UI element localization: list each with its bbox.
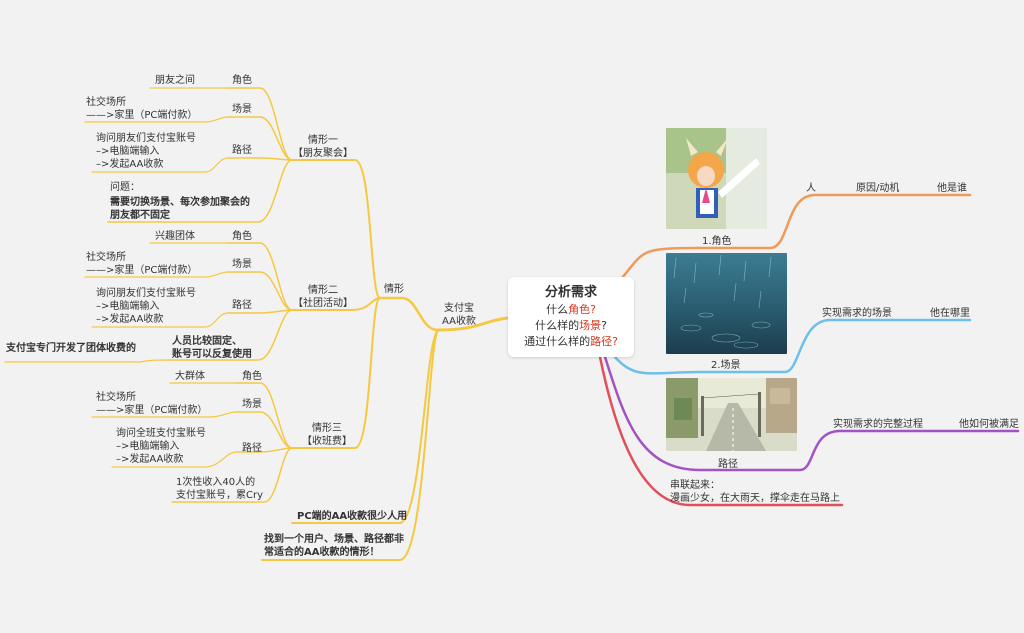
s3-role-key[interactable]: 角色 <box>242 371 262 382</box>
s3-scene-line2: ——>家里（PC端付款） <box>96 405 208 416</box>
conclusion2-node[interactable]: 找到一个用户、场景、路径都非 常适合的AA收款的情形！ <box>264 533 404 559</box>
scene-node-where[interactable]: 他在哪里 <box>930 308 970 319</box>
s3-path-value[interactable]: 询问全班支付宝账号 –>电脑端输入 –>发起AA收款 <box>116 427 206 466</box>
s1-problem-node[interactable]: 问题： 需要切换场景、每次参加聚会的 朋友都不固定 <box>110 181 250 222</box>
main-topic-node[interactable]: 支付宝 AA收款 <box>438 302 480 328</box>
situation3-title: 情形三 <box>312 423 342 434</box>
cosplay-character-image <box>666 128 767 229</box>
s2-role-value[interactable]: 兴趣团体 <box>155 231 195 242</box>
s1-role-key[interactable]: 角色 <box>232 75 252 86</box>
rain-image <box>666 253 787 354</box>
path-image-caption: 路径 <box>718 459 738 470</box>
conclusion1-node[interactable]: PC端的AA收款很少人用 <box>297 511 408 522</box>
s1-path-line2: –>电脑端输入 <box>96 146 160 157</box>
s1-path-key[interactable]: 路径 <box>232 145 252 156</box>
s3-role-value[interactable]: 大群体 <box>175 371 205 382</box>
root-node[interactable]: 分析需求 什么角色? 什么样的场景? 通过什么样的路径? <box>508 277 634 357</box>
s2-note-line1: 人员比较固定、 <box>172 336 242 347</box>
s1-problem-label: 问题： <box>110 182 140 193</box>
situations-node[interactable]: 情形 <box>384 284 404 295</box>
s1-scene-line2: ——>家里（PC端付款） <box>86 110 198 121</box>
role-node-who[interactable]: 他是谁 <box>937 183 967 194</box>
s2-note-line2: 账号可以反复使用 <box>172 349 252 360</box>
root-question-scene: 什么样的场景? <box>535 319 607 332</box>
role-node-person[interactable]: 人 <box>806 183 816 194</box>
s2-path-value[interactable]: 询问朋友们支付宝账号 –>电脑端输入 –>发起AA收款 <box>96 287 196 326</box>
s1-problem-line1: 需要切换场景、每次参加聚会的 <box>110 197 250 208</box>
situation1-title: 情形一 <box>308 135 338 146</box>
s3-note-line1: 1次性收入40人的 <box>176 477 256 488</box>
street-image <box>666 378 797 451</box>
s2-path-line3: –>发起AA收款 <box>96 314 164 325</box>
s2-scene-value[interactable]: 社交场所 ——>家里（PC端付款） <box>86 251 197 277</box>
s3-path-key[interactable]: 路径 <box>242 443 262 454</box>
root-question-role: 什么角色? <box>546 303 596 316</box>
s3-note-line2: 支付宝账号，累Cry <box>176 490 264 501</box>
role-connector <box>620 193 972 280</box>
role-node-motive[interactable]: 原因/动机 <box>856 183 900 194</box>
s2-path-line1: 询问朋友们支付宝账号 <box>96 288 196 299</box>
role-image-caption: 1.角色 <box>702 236 732 247</box>
s1-path-line3: –>发起AA收款 <box>96 159 164 170</box>
path-image[interactable] <box>666 378 797 451</box>
situation2-subtitle: 【社团活动】 <box>293 298 353 309</box>
scene-image-caption: 2.场景 <box>711 360 741 371</box>
main-topic-line1: 支付宝 <box>444 303 474 314</box>
s2-role-key[interactable]: 角色 <box>232 231 252 242</box>
s3-note-node[interactable]: 1次性收入40人的 支付宝账号，累Cry <box>176 476 263 502</box>
situation2-title: 情形二 <box>308 285 338 296</box>
conclusion2-connector <box>261 329 439 561</box>
path-node-how[interactable]: 他如何被满足 <box>959 419 1019 430</box>
situation1-subtitle: 【朋友聚会】 <box>293 148 353 159</box>
s2-note-node[interactable]: 人员比较固定、 账号可以反复使用 <box>172 335 252 361</box>
s1-scene-key[interactable]: 场景 <box>232 104 252 115</box>
conclusion2-line2: 常适合的AA收款的情形！ <box>264 547 380 558</box>
s3-scene-line1: 社交场所 <box>96 392 136 403</box>
s1-path-line1: 询问朋友们支付宝账号 <box>96 133 196 144</box>
s3-path-line3: –>发起AA收款 <box>116 454 184 465</box>
s3-scene-key[interactable]: 场景 <box>242 399 262 410</box>
situation2-node[interactable]: 情形二 【社团活动】 <box>293 284 353 310</box>
situation1-node[interactable]: 情形一 【朋友聚会】 <box>293 134 353 160</box>
summary-connector <box>598 355 844 507</box>
scene-connector <box>613 318 972 375</box>
s1-problem-line2: 朋友都不固定 <box>110 210 170 221</box>
s1-role-value[interactable]: 朋友之间 <box>155 75 195 86</box>
s1-scene-line1: 社交场所 <box>86 97 126 108</box>
s2-path-key[interactable]: 路径 <box>232 300 252 311</box>
s2-note-child[interactable]: 支付宝专门开发了团体收费的 <box>6 343 136 354</box>
scene-image[interactable] <box>666 253 787 354</box>
s3-path-line1: 询问全班支付宝账号 <box>116 428 206 439</box>
root-title: 分析需求 <box>544 285 597 300</box>
s2-scene-line1: 社交场所 <box>86 252 126 263</box>
aa-connector <box>378 296 440 332</box>
situation3-subtitle: 【收班费】 <box>302 436 352 447</box>
conclusion1-connector <box>291 329 439 524</box>
main-topic-line2: AA收款 <box>442 316 476 327</box>
conclusion2-line1: 找到一个用户、场景、路径都非 <box>264 534 404 545</box>
path-connector <box>603 355 1020 472</box>
summary-line1: 串联起来： <box>670 480 720 491</box>
situation3-node[interactable]: 情形三 【收班费】 <box>297 422 357 448</box>
s1-scene-value[interactable]: 社交场所 ——>家里（PC端付款） <box>86 96 197 122</box>
s3-scene-value[interactable]: 社交场所 ——>家里（PC端付款） <box>96 391 207 417</box>
path-node-process[interactable]: 实现需求的完整过程 <box>833 419 923 430</box>
s1-path-value[interactable]: 询问朋友们支付宝账号 –>电脑端输入 –>发起AA收款 <box>96 132 196 171</box>
summary-line2: 漫画少女，在大雨天，撑伞走在马路上 <box>670 493 840 504</box>
s3-path-line2: –>电脑端输入 <box>116 441 180 452</box>
root-question-path: 通过什么样的路径? <box>524 335 618 348</box>
s2-scene-line2: ——>家里（PC端付款） <box>86 265 198 276</box>
summary-node[interactable]: 串联起来： 漫画少女，在大雨天，撑伞走在马路上 <box>670 479 840 505</box>
scene-node-need[interactable]: 实现需求的场景 <box>822 308 892 319</box>
s2-scene-key[interactable]: 场景 <box>232 259 252 270</box>
main-connector <box>436 316 510 332</box>
s2-path-line2: –>电脑端输入 <box>96 301 160 312</box>
role-image[interactable] <box>666 128 767 229</box>
